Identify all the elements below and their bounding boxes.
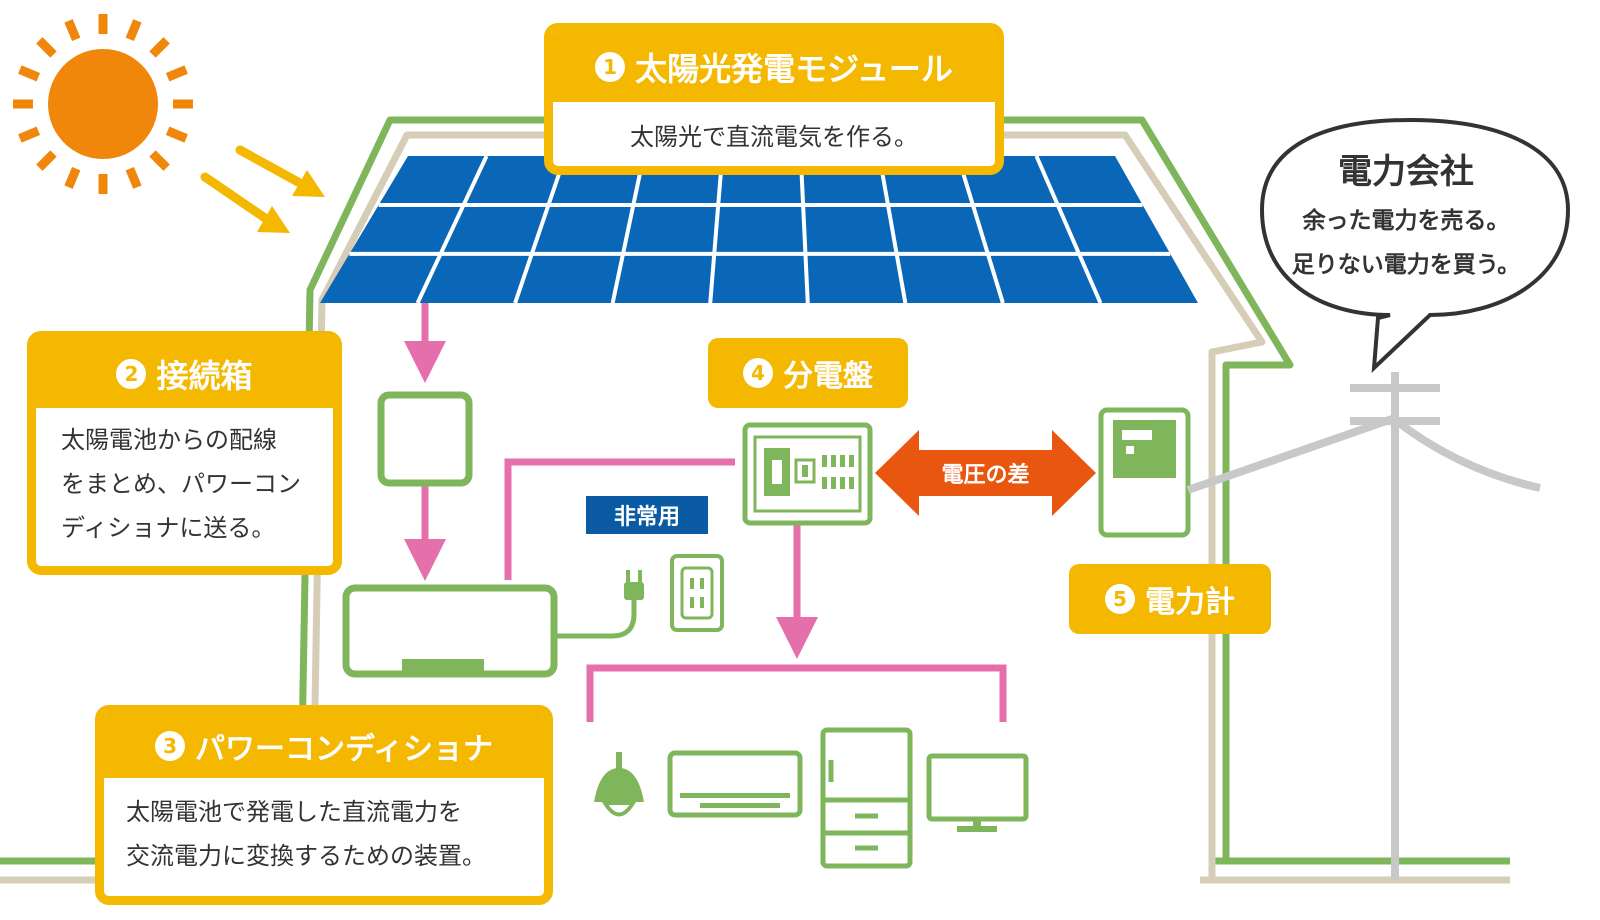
- utility-title: 電力会社: [1338, 152, 1474, 192]
- panel-grid-line: [708, 155, 725, 304]
- distribution-board-tag: 4 分電盤: [708, 338, 908, 408]
- panel-grid-line: [955, 155, 1005, 304]
- breaker-switch: [840, 455, 845, 467]
- panel-module-header: 1 太陽光発電モジュール: [553, 32, 995, 102]
- power-conditioner-callout: 3 パワーコンディショナ 太陽電池で発電した直流電力を 交流電力に変換するための…: [95, 705, 553, 905]
- emergency-label: 非常用: [586, 496, 708, 534]
- panel-grid-line: [513, 155, 568, 304]
- breaker-switch: [822, 455, 827, 467]
- power-conditioner-header: 3 パワーコンディショナ: [104, 714, 544, 778]
- utility-buy-text: 足りない電力を買う。: [1291, 252, 1521, 278]
- number-badge: 4: [743, 358, 773, 388]
- power-meter-tag: 5 電力計: [1069, 564, 1271, 634]
- breaker-switch: [840, 477, 845, 489]
- sun-ray: [64, 166, 81, 189]
- power-conditioner-title: パワーコンディショナ: [195, 732, 493, 767]
- voltage-difference-arrow: [875, 430, 1096, 516]
- sun-ray: [149, 37, 170, 58]
- refrigerator-icon: [820, 727, 913, 869]
- desc-line: 交流電力に変換するための装置。: [126, 842, 486, 870]
- emergency-outlet-icon: [670, 554, 724, 632]
- panel-module-callout: 1 太陽光発電モジュール 太陽光で直流電気を作る。: [544, 23, 1004, 175]
- breaker-switch: [822, 477, 827, 489]
- breaker-switches: [822, 455, 854, 489]
- breaker-switch: [831, 455, 836, 467]
- panel-module-title: 太陽光発電モジュール: [635, 50, 953, 88]
- air-conditioner-icon: [667, 750, 803, 818]
- monitor-icon: [926, 753, 1029, 832]
- solar-panel-array: [320, 155, 1198, 304]
- breaker-switch: [849, 477, 854, 489]
- distribution-board-title: 分電盤: [783, 359, 873, 394]
- desc-line: 太陽電池で発電した直流電力を: [126, 798, 462, 826]
- power-meter-title: 電力計: [1145, 585, 1235, 620]
- pendant-light-icon: [594, 752, 644, 817]
- sun-ray: [18, 126, 41, 143]
- breaker-switch: [849, 455, 854, 467]
- junction-box-title: 接続箱: [156, 357, 253, 395]
- junction-box-device: [377, 391, 473, 487]
- wiring: [404, 303, 1007, 722]
- junction-box-header: 2 接続箱: [36, 340, 333, 408]
- utility-speech-bubble: [1259, 117, 1571, 374]
- number-badge: 1: [595, 52, 626, 82]
- junction-box-desc: 太陽電池からの配線 をまとめ、パワーコン ディショナに送る。: [36, 408, 333, 550]
- panel-grid-line: [610, 155, 646, 304]
- emergency-plug-icon: [624, 570, 644, 600]
- desc-line: ディショナに送る。: [61, 514, 276, 542]
- voltage-difference-label: 電圧の差: [941, 463, 1030, 488]
- desc-line: をまとめ、パワーコン: [61, 470, 301, 498]
- sun-ray: [18, 65, 41, 82]
- panel-grid-line: [798, 155, 810, 304]
- panel-module-desc: 太陽光で直流電気を作る。: [630, 123, 918, 151]
- power-meter-device: [1098, 407, 1191, 538]
- number-badge: 2: [116, 359, 147, 389]
- power-conditioner-desc: 太陽電池で発電した直流電力を 交流電力に変換するための装置。: [104, 778, 544, 878]
- sunlight-arrows: [200, 145, 325, 233]
- utility-sell-text: 余った電力を売る。: [1302, 208, 1510, 234]
- desc-line: 太陽電池からの配線: [61, 426, 277, 454]
- utility-pole: [1186, 372, 1541, 880]
- sun-icon: [13, 14, 193, 194]
- breaker-switch: [831, 477, 836, 489]
- panel-grid-line: [877, 155, 908, 304]
- sun-ray: [165, 65, 188, 82]
- sun-rays: [13, 14, 193, 194]
- number-badge: 5: [1105, 584, 1135, 614]
- sun-ray: [125, 19, 142, 42]
- panel-grid-line: [415, 155, 489, 304]
- power-conditioner-device: [342, 584, 637, 678]
- sun-ray: [125, 166, 142, 189]
- sun-ray: [36, 37, 57, 58]
- sun-ray: [36, 150, 57, 171]
- sun-ray: [165, 126, 188, 143]
- panel-grid-lines: [349, 155, 1171, 304]
- panel-grid-line: [1034, 155, 1103, 304]
- number-badge: 3: [155, 731, 186, 761]
- junction-box-callout: 2 接続箱 太陽電池からの配線 をまとめ、パワーコン ディショナに送る。: [27, 331, 342, 575]
- distribution-board-device: [742, 422, 873, 526]
- sun-ray: [64, 19, 81, 42]
- sun-ray: [149, 150, 170, 171]
